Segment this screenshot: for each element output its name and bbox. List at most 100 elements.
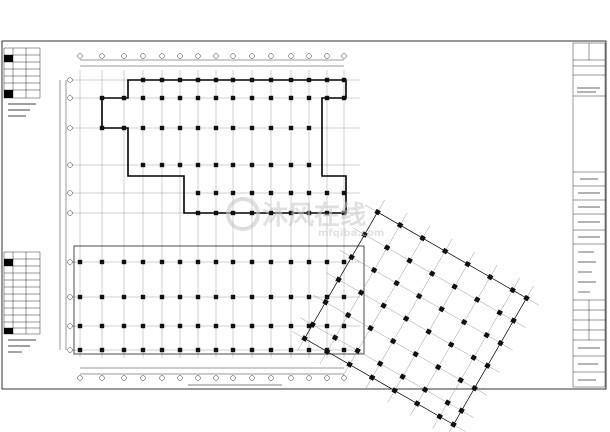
structural-column xyxy=(306,210,312,216)
watermark-brand: 沐风在线 xyxy=(262,201,366,231)
structural-column xyxy=(268,190,274,196)
structural-column xyxy=(140,294,146,300)
structural-column xyxy=(195,125,201,131)
structural-column xyxy=(447,341,455,348)
structural-column xyxy=(428,270,436,277)
structural-column xyxy=(230,347,236,353)
structural-column xyxy=(497,339,504,347)
grid-axis-bubble xyxy=(67,190,73,196)
drawing-frame xyxy=(1,40,607,390)
structural-column xyxy=(306,162,312,168)
structural-column xyxy=(473,296,481,303)
grid-axis-bubble xyxy=(67,162,73,168)
structural-column xyxy=(195,162,201,168)
structural-column xyxy=(306,259,312,265)
wing-grid-line xyxy=(339,249,513,351)
structural-column xyxy=(159,77,165,83)
structural-column xyxy=(484,362,491,369)
structural-column xyxy=(344,311,352,319)
structural-column xyxy=(434,363,442,371)
structural-column xyxy=(402,315,410,322)
structural-column xyxy=(288,95,294,101)
grid-axis-bubble xyxy=(230,53,236,59)
structural-column xyxy=(436,413,443,420)
structural-column xyxy=(324,77,330,83)
structural-column xyxy=(140,77,146,83)
structural-column xyxy=(496,309,503,316)
structural-column xyxy=(419,234,426,242)
structural-column xyxy=(249,125,255,131)
structural-column xyxy=(451,283,458,290)
structural-column xyxy=(341,210,347,216)
structural-column xyxy=(483,331,490,339)
structural-column xyxy=(249,347,255,353)
structural-column xyxy=(268,162,274,168)
title-block xyxy=(572,42,606,388)
grid-axis-bubble xyxy=(195,53,201,59)
structural-column xyxy=(268,125,274,131)
structural-column xyxy=(177,259,183,265)
structural-column xyxy=(77,347,83,353)
structural-column xyxy=(306,125,312,131)
structural-column xyxy=(335,276,342,283)
structural-column xyxy=(77,294,83,300)
structural-column xyxy=(341,77,347,83)
structural-column xyxy=(195,77,201,83)
grid-axis-bubble xyxy=(140,375,146,381)
structural-column xyxy=(288,259,294,265)
structural-column xyxy=(140,125,146,131)
structural-column xyxy=(213,259,219,265)
structural-column xyxy=(230,162,236,168)
structural-column xyxy=(99,294,105,300)
structural-column xyxy=(523,294,530,302)
structural-column xyxy=(374,208,381,216)
structural-column xyxy=(306,77,312,83)
grid-axis-bubble xyxy=(213,53,219,59)
grid-axis-bubble xyxy=(140,53,146,59)
grid-axis-bubble xyxy=(268,53,274,59)
grid-axis-bubble xyxy=(324,53,330,59)
structural-column xyxy=(249,323,255,329)
grid-axis-bubble xyxy=(67,259,73,265)
structural-column xyxy=(288,210,294,216)
structural-column xyxy=(268,347,274,353)
structural-column xyxy=(306,323,312,329)
structural-column xyxy=(288,323,294,329)
structural-column xyxy=(140,347,146,353)
structural-column xyxy=(324,210,330,216)
structural-column xyxy=(177,347,183,353)
structural-column xyxy=(213,190,219,196)
structural-column xyxy=(121,347,127,353)
title-block-text-marks xyxy=(577,87,600,381)
structural-column xyxy=(399,373,406,380)
structural-column xyxy=(213,125,219,131)
structural-column xyxy=(121,323,127,329)
structural-column xyxy=(421,386,429,393)
structural-column xyxy=(464,260,471,268)
structural-column xyxy=(230,323,236,329)
structural-column xyxy=(346,361,353,368)
structural-column xyxy=(324,323,330,329)
structural-column xyxy=(361,231,368,238)
structural-column xyxy=(177,162,183,168)
structural-column xyxy=(159,95,165,101)
grid-axis-bubble xyxy=(67,294,73,300)
structural-column xyxy=(177,125,183,131)
grid-axis-bubble xyxy=(77,53,83,59)
wing-grid-line xyxy=(300,317,474,418)
structural-column xyxy=(230,259,236,265)
rotated-wing-plan xyxy=(292,199,539,432)
structural-column xyxy=(268,210,274,216)
structural-column xyxy=(249,162,255,168)
building-outline-upper xyxy=(101,79,347,214)
structural-column xyxy=(389,337,397,345)
legend-notes-bottom xyxy=(8,339,36,353)
grid-axis-bubble xyxy=(77,375,83,381)
structural-column xyxy=(444,399,451,406)
structural-column xyxy=(140,162,146,168)
structural-column xyxy=(331,334,339,341)
grid-axis-bubble xyxy=(121,375,127,381)
structural-column xyxy=(370,266,378,274)
structural-column xyxy=(268,259,274,265)
structural-column xyxy=(348,253,355,261)
